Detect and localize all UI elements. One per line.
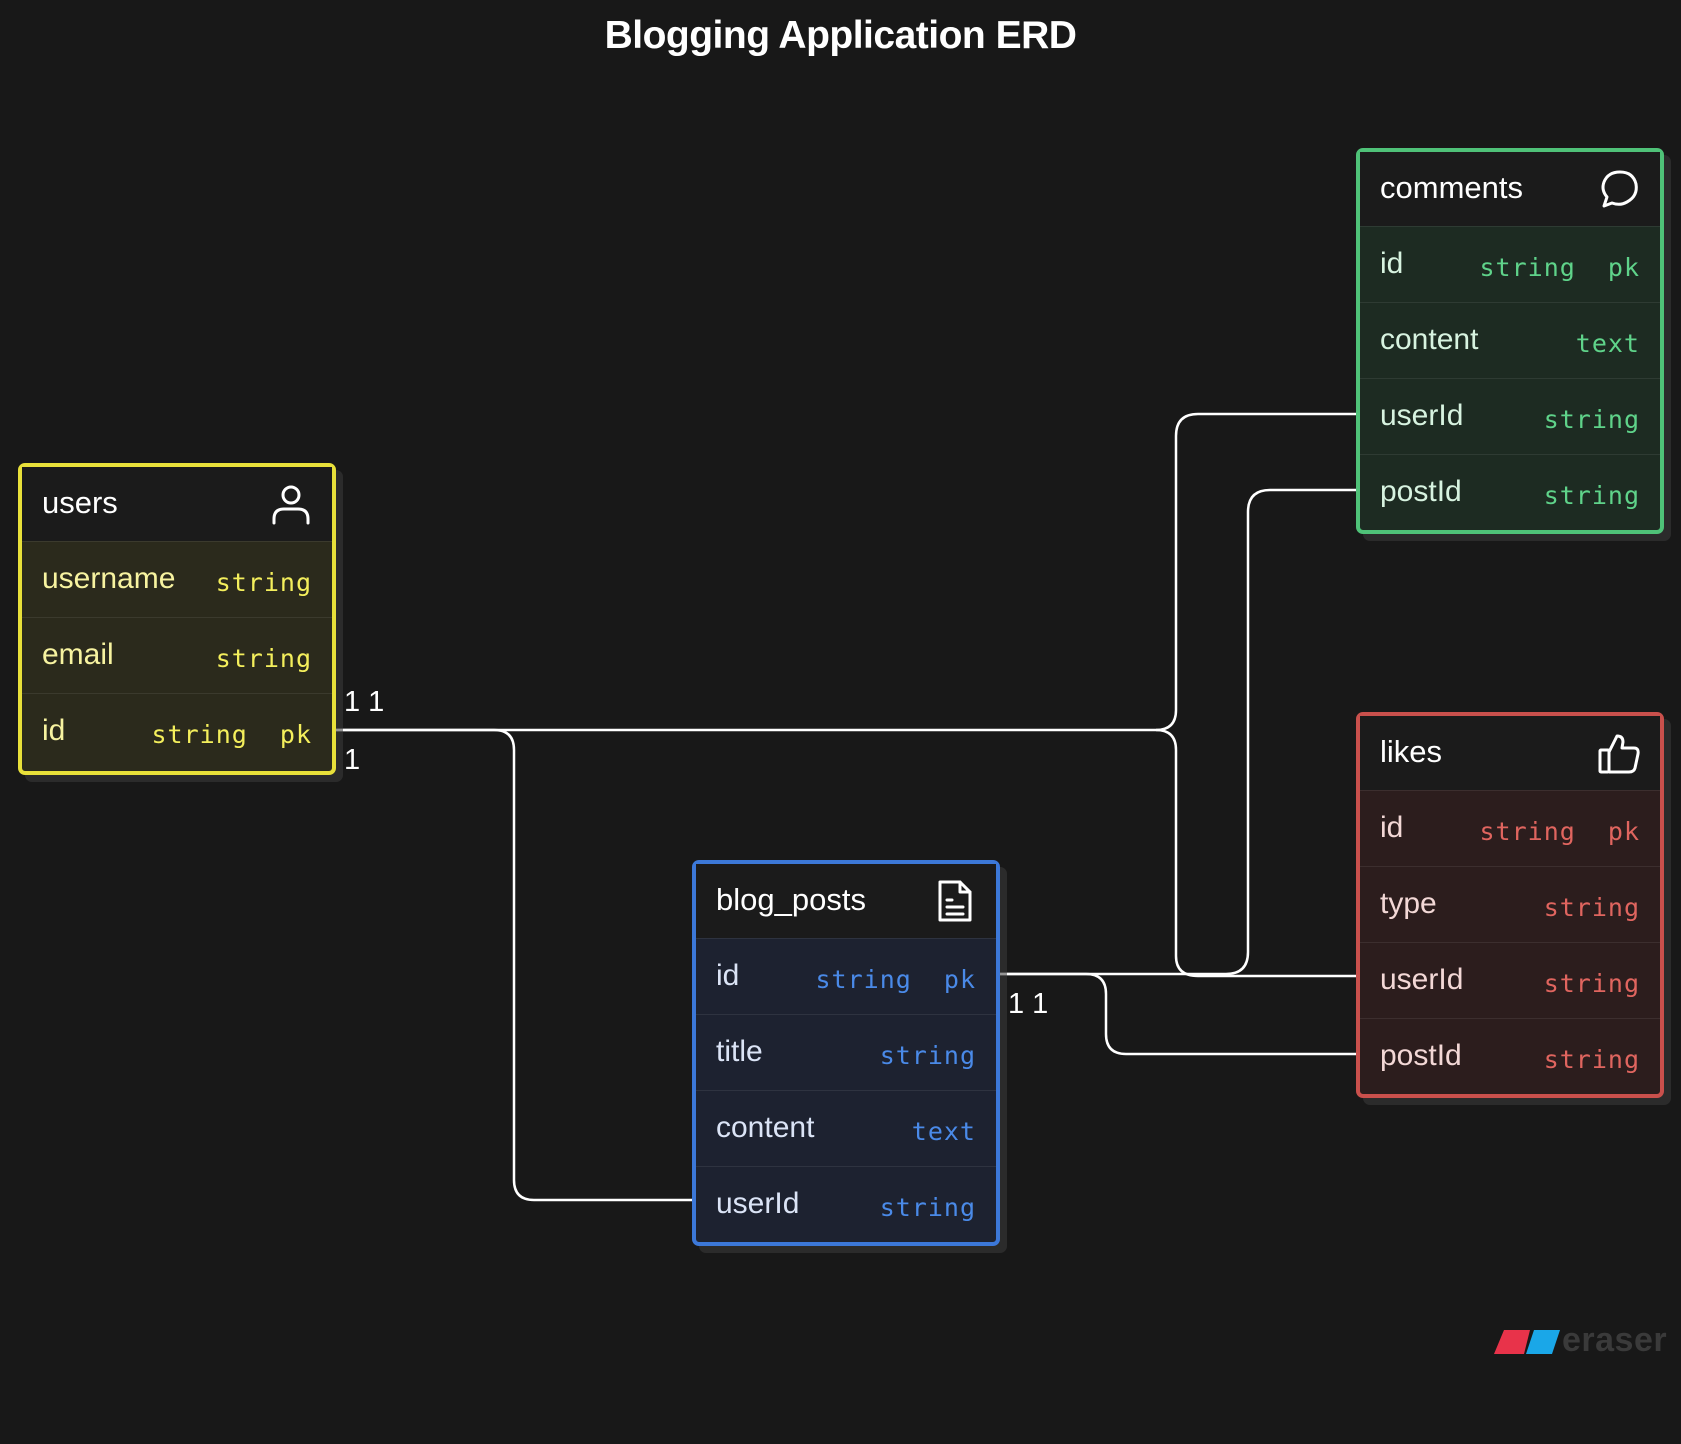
- entity-likes[interactable]: likes id string pk type string userId st…: [1356, 712, 1664, 1098]
- cardinality-label: 1: [344, 744, 361, 776]
- field-name: userId: [716, 1187, 800, 1220]
- field-type: string pk: [1479, 253, 1640, 282]
- edge-posts-likes: [988, 972, 1366, 1056]
- field-name: postId: [1380, 1039, 1462, 1072]
- entity-header: blog_posts: [696, 864, 996, 938]
- field-type: string pk: [1479, 817, 1640, 846]
- entity-blog-posts[interactable]: blog_posts id string pk title string con…: [692, 860, 1000, 1246]
- field-row: userId string: [1360, 378, 1660, 454]
- field-name: userId: [1380, 963, 1464, 996]
- field-row: postId string: [1360, 1018, 1660, 1094]
- field-name: id: [1380, 247, 1404, 280]
- field-name: postId: [1380, 475, 1462, 508]
- field-name: email: [42, 638, 114, 671]
- field-row: id string pk: [22, 693, 332, 769]
- field-type: string: [215, 644, 312, 673]
- user-icon: [272, 485, 310, 525]
- field-type: string: [1543, 893, 1640, 922]
- field-name: username: [42, 562, 176, 595]
- field-type: string: [1543, 1045, 1640, 1074]
- field-row: content text: [696, 1090, 996, 1166]
- field-type: string: [1543, 481, 1640, 510]
- field-name: title: [716, 1035, 763, 1068]
- chat-bubble-icon: [1601, 170, 1638, 208]
- field-type: string pk: [151, 720, 312, 749]
- field-type: text: [1575, 329, 1640, 358]
- field-name: id: [1380, 811, 1404, 844]
- diagram-title: Blogging Application ERD: [604, 14, 1077, 57]
- field-row: userId string: [1360, 942, 1660, 1018]
- field-row: content text: [1360, 302, 1660, 378]
- field-type: string: [879, 1193, 976, 1222]
- field-name: id: [42, 714, 66, 747]
- edge-users-comments: [326, 412, 1366, 732]
- entity-comments[interactable]: comments id string pk content text userI…: [1356, 148, 1664, 534]
- field-row: username string: [22, 541, 332, 617]
- thumbs-up-icon: [1598, 734, 1640, 774]
- field-row: id string pk: [696, 938, 996, 1014]
- cardinality-label: 1 1: [344, 686, 385, 718]
- entity-name: comments: [1380, 170, 1523, 205]
- field-row: title string: [696, 1014, 996, 1090]
- field-name: userId: [1380, 399, 1464, 432]
- eraser-logo-icon: [1494, 1330, 1560, 1354]
- field-row: userId string: [696, 1166, 996, 1242]
- edge-users-posts: [326, 728, 700, 1202]
- entity-name: blog_posts: [716, 882, 866, 917]
- entity-name: users: [42, 485, 118, 520]
- entity-header: users: [22, 467, 332, 541]
- entity-header: comments: [1360, 152, 1660, 226]
- edge-users-likes: [1155, 728, 1366, 978]
- entity-users[interactable]: users username string email string id st…: [18, 463, 336, 775]
- field-name: content: [1380, 323, 1479, 356]
- field-type: string pk: [815, 965, 976, 994]
- field-name: type: [1380, 887, 1437, 920]
- edge-posts-comments: [988, 488, 1366, 976]
- field-row: id string pk: [1360, 790, 1660, 866]
- field-row: email string: [22, 617, 332, 693]
- field-type: string: [1543, 969, 1640, 998]
- field-type: string: [215, 568, 312, 597]
- field-type: string: [879, 1041, 976, 1070]
- field-row: type string: [1360, 866, 1660, 942]
- entity-name: likes: [1380, 734, 1443, 769]
- field-name: id: [716, 959, 740, 992]
- entity-header: likes: [1360, 716, 1660, 790]
- field-type: text: [911, 1117, 976, 1146]
- field-row: id string pk: [1360, 226, 1660, 302]
- field-row: postId string: [1360, 454, 1660, 530]
- eraser-logo-text: eraser: [1562, 1321, 1668, 1359]
- document-icon: [938, 880, 972, 922]
- field-type: string: [1543, 405, 1640, 434]
- field-name: content: [716, 1111, 815, 1144]
- cardinality-label: 1 1: [1008, 988, 1049, 1020]
